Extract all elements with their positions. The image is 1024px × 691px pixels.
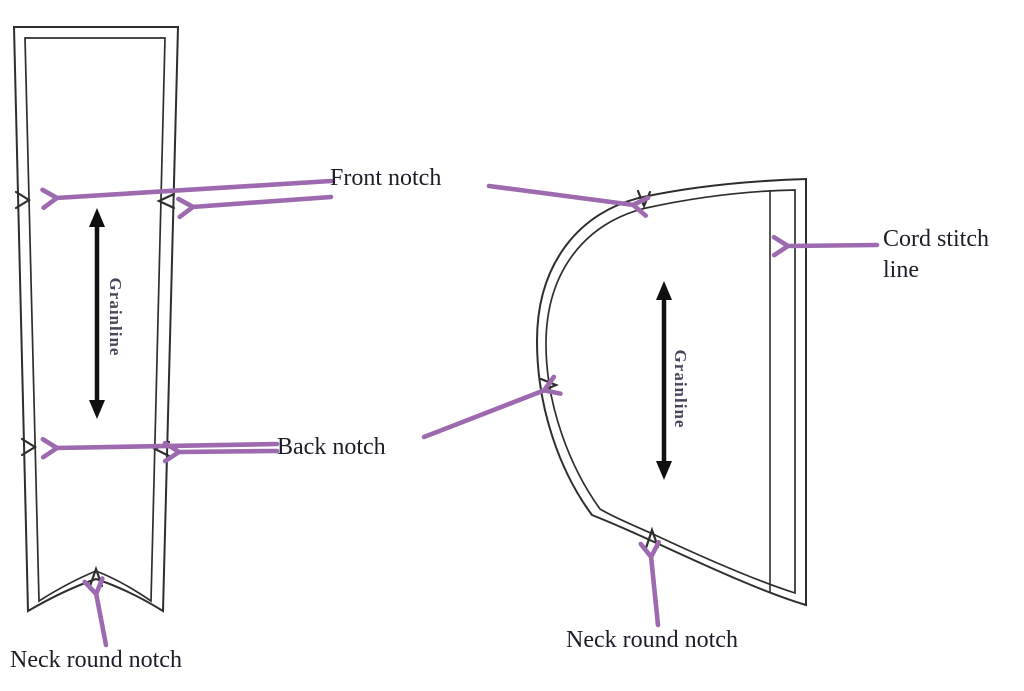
front-notch-arrow-panel [486, 183, 651, 218]
neck-round-notch-label-panel: Neck round notch [566, 627, 738, 653]
cord-stitch-arrow [771, 234, 880, 258]
panel-grainline-label: Grainline [671, 350, 690, 429]
neck-round-arrow-strip [82, 576, 109, 648]
strip-grainline-label: Grainline [106, 278, 125, 357]
front-notch-arrow-strip-right [176, 194, 334, 220]
panel-grainline-arrow: Grainline [656, 281, 690, 480]
neck-round-arrow-panel [638, 539, 661, 628]
strip-grainline-arrow: Grainline [89, 208, 125, 419]
back-notch-arrow-strip-left [40, 436, 280, 460]
panel-cutting-line [535, 177, 807, 607]
strip-front-notch-right-mark [156, 192, 176, 210]
cord-stitch-line-label: Cord stitch line [883, 226, 989, 283]
back-notch-arrow-strip-right [162, 440, 280, 464]
hood-side-panel-piece: Grainline [535, 177, 807, 607]
panel-stitch-line [545, 189, 796, 595]
front-notch-arrow-strip-left [40, 178, 334, 211]
back-notch-label: Back notch [277, 434, 386, 460]
leader-arrows [40, 178, 880, 648]
strip-back-notch-left-mark [20, 437, 38, 457]
strip-front-notch-left-mark [14, 190, 32, 210]
front-notch-label: Front notch [330, 165, 442, 191]
strip-neck-round-notch-mark [88, 565, 104, 588]
back-notch-arrow-panel [421, 374, 563, 440]
hood-center-strip-piece: Grainline [12, 26, 180, 613]
neck-round-notch-label-strip: Neck round notch [10, 647, 182, 673]
